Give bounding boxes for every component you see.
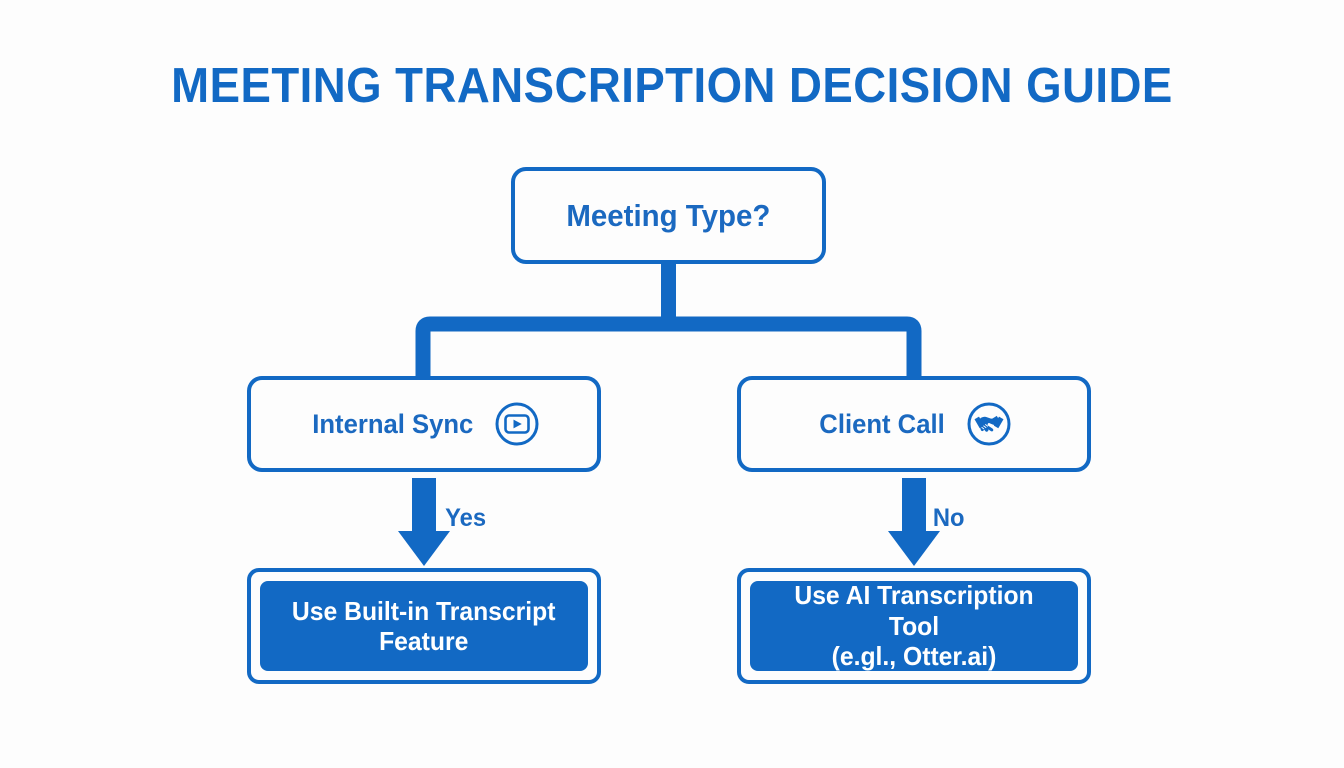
outcome-node-fill: Use Built-in Transcript Feature [260, 581, 588, 671]
outcome-line-1: Use Built-in Transcript [292, 595, 556, 626]
outcome-line-2: Feature [379, 626, 469, 656]
outcome-line-2: (e.gl., Otter.ai) [831, 641, 997, 672]
connector-split-bar [415, 316, 922, 378]
outcome-node-fill: Use AI Transcription Tool (e.gl., Otter.… [750, 580, 1078, 671]
edge-label-no: No [932, 504, 965, 532]
decision-node-meeting-type[interactable]: Meeting Type? [511, 167, 826, 264]
branch-node-label-client-call: Client Call [819, 408, 946, 439]
outcome-node-builtin-transcript[interactable]: Use Built-in Transcript Feature [247, 568, 601, 684]
branch-node-label-internal-sync: Internal Sync [311, 408, 474, 439]
arrow-yes [398, 478, 450, 566]
branch-node-client-call[interactable]: Client Call [737, 376, 1091, 472]
page-title: MEETING TRANSCRIPTION DECISION GUIDE [171, 59, 1173, 113]
decision-node-label: Meeting Type? [566, 197, 771, 233]
edge-label-yes: Yes [445, 504, 487, 532]
outcome-node-label-builtin: Use Built-in Transcript Feature [285, 596, 564, 657]
branch-node-internal-sync[interactable]: Internal Sync [247, 376, 601, 472]
outcome-line-1: Use AI Transcription Tool [794, 580, 1034, 641]
branch-node-content: Client Call [816, 401, 1011, 447]
handshake-icon [967, 402, 1011, 446]
branch-node-content: Internal Sync [308, 401, 541, 447]
outcome-node-ai-transcription[interactable]: Use AI Transcription Tool (e.gl., Otter.… [737, 568, 1091, 684]
outcome-node-label-ai-tool: Use AI Transcription Tool (e.gl., Otter.… [758, 580, 1070, 671]
video-play-icon [495, 402, 539, 446]
